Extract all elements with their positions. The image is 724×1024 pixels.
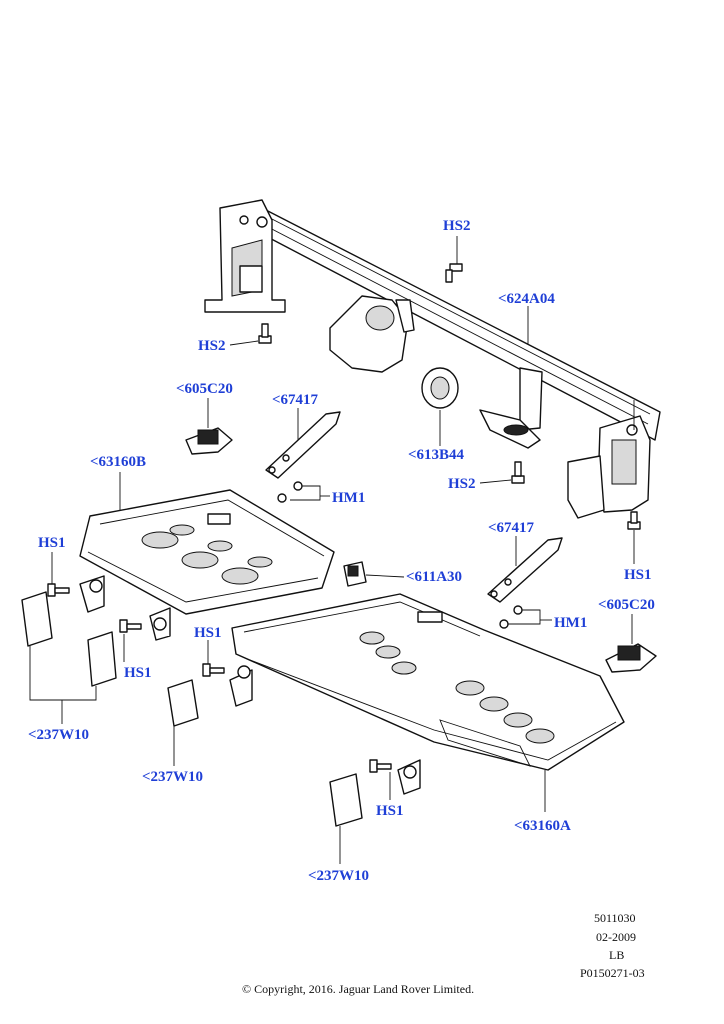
- label-hs1-bottom: HS1: [376, 803, 404, 819]
- bolt-hs1-left-mid: [119, 619, 142, 662]
- label-237w10-left: <237W10: [28, 727, 89, 743]
- label-hm1-right: HM1: [554, 615, 587, 631]
- clip-611a30: [343, 561, 405, 587]
- label-67417-left: <67417: [272, 392, 319, 408]
- label-hs1-left-mid: HS1: [124, 665, 152, 681]
- label-hs2-mid: HS2: [448, 476, 476, 492]
- bolt-hs2-top: [445, 236, 463, 283]
- strap-67417-left: [265, 408, 341, 503]
- bolt-hs2-left: [229, 323, 272, 346]
- latch-605c20-right: [605, 614, 657, 673]
- grommet-613b44: [421, 367, 459, 446]
- label-hs1-far-right: HS1: [624, 567, 652, 583]
- label-605c20-left: <605C20: [176, 381, 233, 397]
- label-613b44: <613B44: [408, 447, 465, 463]
- label-hs1-left-top: HS1: [38, 535, 66, 551]
- bolt-hs1-left-top: [47, 552, 70, 597]
- drawing-date: 02-2009: [596, 930, 636, 944]
- label-67417-right: <67417: [488, 520, 535, 536]
- label-63160a: <63160A: [514, 818, 571, 834]
- copyright-notice: © Copyright, 2016. Jaguar Land Rover Lim…: [242, 982, 474, 996]
- drawing-lang: LB: [609, 948, 624, 962]
- seat-pan-63160b: [79, 472, 335, 641]
- bolt-hs1-center: [202, 640, 225, 677]
- leader-237w10-left: [29, 646, 97, 701]
- strap-67417-right: [487, 536, 563, 629]
- label-hs1-center: HS1: [194, 625, 222, 641]
- cover-237w10-left-b: [87, 631, 117, 687]
- label-605c20-right: <605C20: [598, 597, 655, 613]
- bolt-hs2-mid: [479, 461, 525, 484]
- latch-605c20-left: [185, 398, 233, 455]
- cover-237w10-left-a: [21, 591, 53, 647]
- cover-237w10-mid: [167, 679, 199, 766]
- cover-237w10-bottom: [329, 773, 363, 864]
- label-hm1-left: HM1: [332, 490, 365, 506]
- label-hs2-left: HS2: [198, 338, 226, 354]
- label-611a30: <611A30: [406, 569, 462, 585]
- label-624a04: <624A04: [498, 291, 555, 307]
- seat-frame-624a04: [204, 199, 661, 519]
- bolt-hs1-far-right: [627, 511, 641, 564]
- label-237w10-bottom: <237W10: [308, 868, 369, 884]
- label-hs2-top: HS2: [443, 218, 471, 234]
- drawing-code: 5011030: [594, 911, 636, 925]
- drawing-ref: P0150271-03: [580, 966, 645, 980]
- label-237w10-mid: <237W10: [142, 769, 203, 785]
- seat-pan-63160a: [229, 593, 625, 812]
- label-63160b: <63160B: [90, 454, 146, 470]
- bolt-hs1-bottom: [369, 759, 392, 800]
